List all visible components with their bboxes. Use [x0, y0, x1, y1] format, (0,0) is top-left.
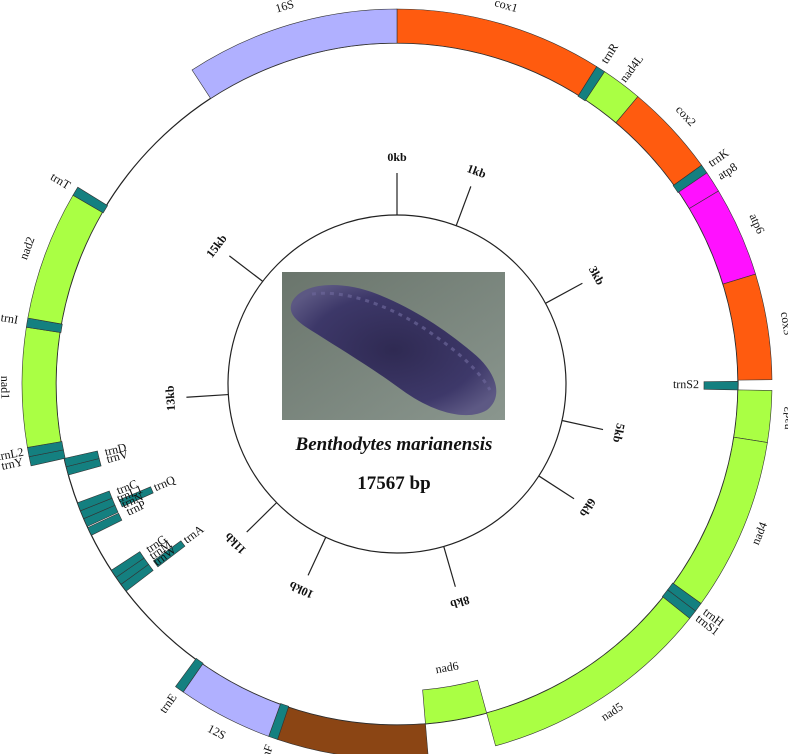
gene-label-12s: 12S: [205, 721, 228, 742]
gene-label-nad6: nad6: [434, 658, 459, 676]
gene-label-cox3: cox3: [778, 311, 788, 336]
gene-trng: [110, 551, 145, 578]
gene-trnq: [118, 486, 154, 508]
gene-label-trns2: trnS2: [673, 377, 699, 391]
tick-label: 8kb: [448, 593, 471, 612]
gene-trnt: [72, 186, 109, 214]
gene-label-nad4l: nad4L: [617, 52, 647, 85]
gene-trni: [25, 317, 63, 333]
gene-label-nad4: nad4: [748, 520, 770, 547]
genome-length: 17567 bp: [357, 473, 431, 494]
gene-label-trnv: trnV: [105, 447, 130, 466]
tick-label: 15kb: [203, 231, 230, 260]
tick-mark: [538, 475, 575, 500]
tick-mark: [186, 393, 229, 398]
gene-trnd: [63, 450, 100, 468]
gene-trns1: [661, 589, 696, 619]
tick-label: 10kb: [286, 578, 315, 602]
gene-cox1: [396, 8, 598, 96]
gene-trnl2: [27, 441, 64, 458]
sea-cucumber-photo: [282, 272, 505, 420]
gene-cox3: [722, 273, 773, 381]
gene-label-trni: trnI: [0, 310, 19, 327]
gene-label-nad3: nad3: [779, 406, 788, 430]
gene-label-16s: 16S: [274, 0, 296, 15]
tick-label: 1kb: [465, 161, 488, 181]
gene-nad2: [27, 194, 103, 325]
tick-label: 6kb: [576, 496, 598, 520]
gene-label-trna: trnA: [180, 522, 206, 547]
gene-label-cox1: cox1: [493, 0, 519, 15]
tick-label: 3kb: [586, 264, 608, 288]
gene-label-trny: trnY: [0, 455, 25, 473]
tick-label: 13kb: [162, 385, 178, 412]
gene-trnf: [268, 703, 290, 740]
gene-nad4: [673, 436, 768, 604]
tick-mark: [443, 546, 456, 587]
gene-features: [21, 8, 773, 754]
gene-trns2: [703, 381, 739, 391]
gene-label-nad1: nad1: [0, 376, 12, 399]
gene-label-trnt: trnT: [48, 170, 73, 193]
gene-trnr: [577, 66, 605, 102]
tick-mark: [246, 502, 278, 533]
gene-nad1: [21, 326, 62, 448]
gene-nad6: [422, 679, 487, 725]
gene-label-trnl2: trnL2: [0, 445, 25, 464]
tick-label: 5kb: [610, 422, 628, 444]
gene-atp6: [688, 190, 756, 285]
gene-trne: [175, 657, 204, 693]
gene-trnc: [76, 490, 113, 512]
gene-label-cox2: cox2: [673, 102, 699, 129]
gene-16s: [191, 8, 398, 99]
gene-trna: [152, 540, 186, 568]
gene-cob: [277, 706, 429, 754]
gene-trnk: [672, 164, 708, 194]
gene-label-nad5: nad5: [598, 699, 625, 724]
tick-label: 11kb: [221, 530, 249, 558]
inner-circle: [227, 214, 567, 554]
tick-mark: [545, 282, 583, 304]
gene-label-trnr: trnR: [598, 41, 621, 67]
species-name: Benthodytes marianensis: [295, 434, 493, 455]
tick-mark: [307, 537, 327, 576]
gene-trnp: [87, 512, 123, 536]
tick-label: 0kb: [387, 150, 407, 164]
gene-nad5: [486, 596, 691, 747]
gene-12s: [182, 663, 281, 737]
gene-label-trnd: trnD: [103, 440, 128, 459]
gene-label-trne: trnE: [156, 691, 179, 716]
tick-mark: [455, 186, 472, 226]
gene-label-trnf: trnF: [256, 742, 276, 754]
gene-label-nad2: nad2: [16, 235, 37, 262]
tick-mark: [561, 419, 604, 431]
gene-label-atp6: atp6: [747, 211, 768, 236]
tick-mark: [229, 255, 264, 282]
